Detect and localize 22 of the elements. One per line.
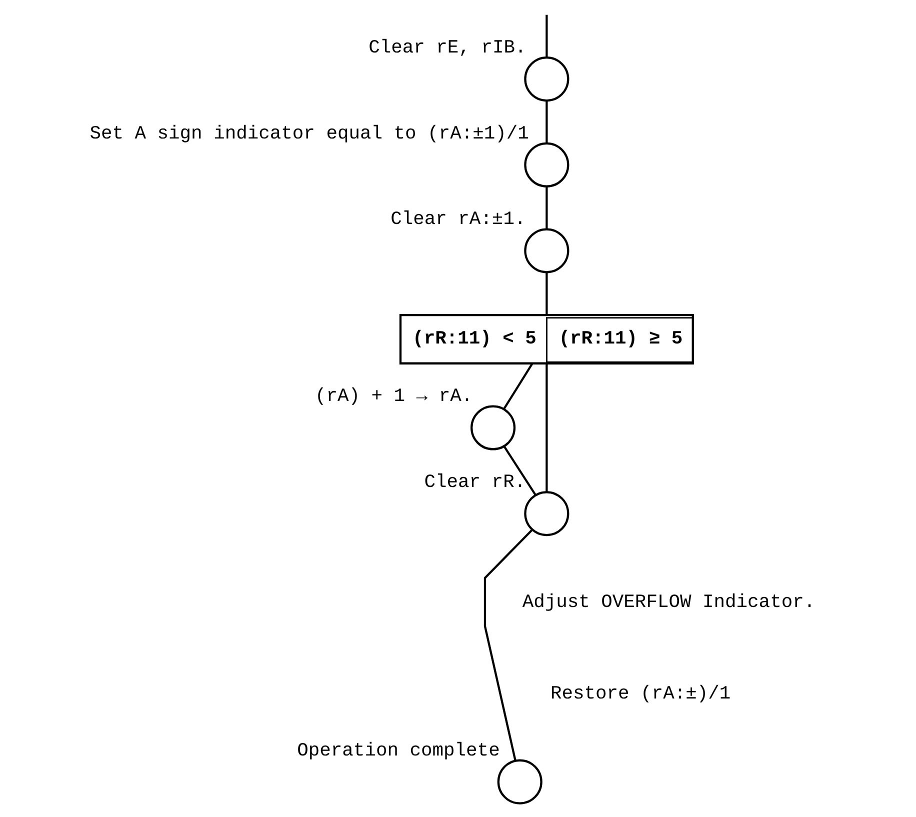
connector xyxy=(502,363,533,410)
node-label: Clear rR. xyxy=(424,471,526,494)
node-circle xyxy=(470,405,516,450)
connector xyxy=(545,14,548,58)
node-label: Clear rE, rIB. xyxy=(368,36,526,58)
node-circle xyxy=(524,491,569,536)
label: Adjust OVERFLOW Indicator. xyxy=(522,591,815,614)
connector xyxy=(483,529,532,761)
connector xyxy=(545,364,548,492)
connector xyxy=(502,446,536,496)
label: Restore (rA:±)/1 xyxy=(550,682,730,704)
connector xyxy=(545,100,548,144)
node-circle xyxy=(496,759,542,804)
connector xyxy=(545,186,548,229)
node-circle xyxy=(524,56,569,102)
node-circle xyxy=(524,228,569,274)
node-label: (rA) + 1 → rA. xyxy=(314,385,472,408)
node-circle xyxy=(524,142,569,188)
node-label: Operation complete xyxy=(296,739,500,762)
node-label: Set A sign indicator equal to (rA:±1)/1 xyxy=(89,122,528,144)
connector xyxy=(545,272,548,315)
node-label: Clear rA:±1. xyxy=(390,208,526,230)
